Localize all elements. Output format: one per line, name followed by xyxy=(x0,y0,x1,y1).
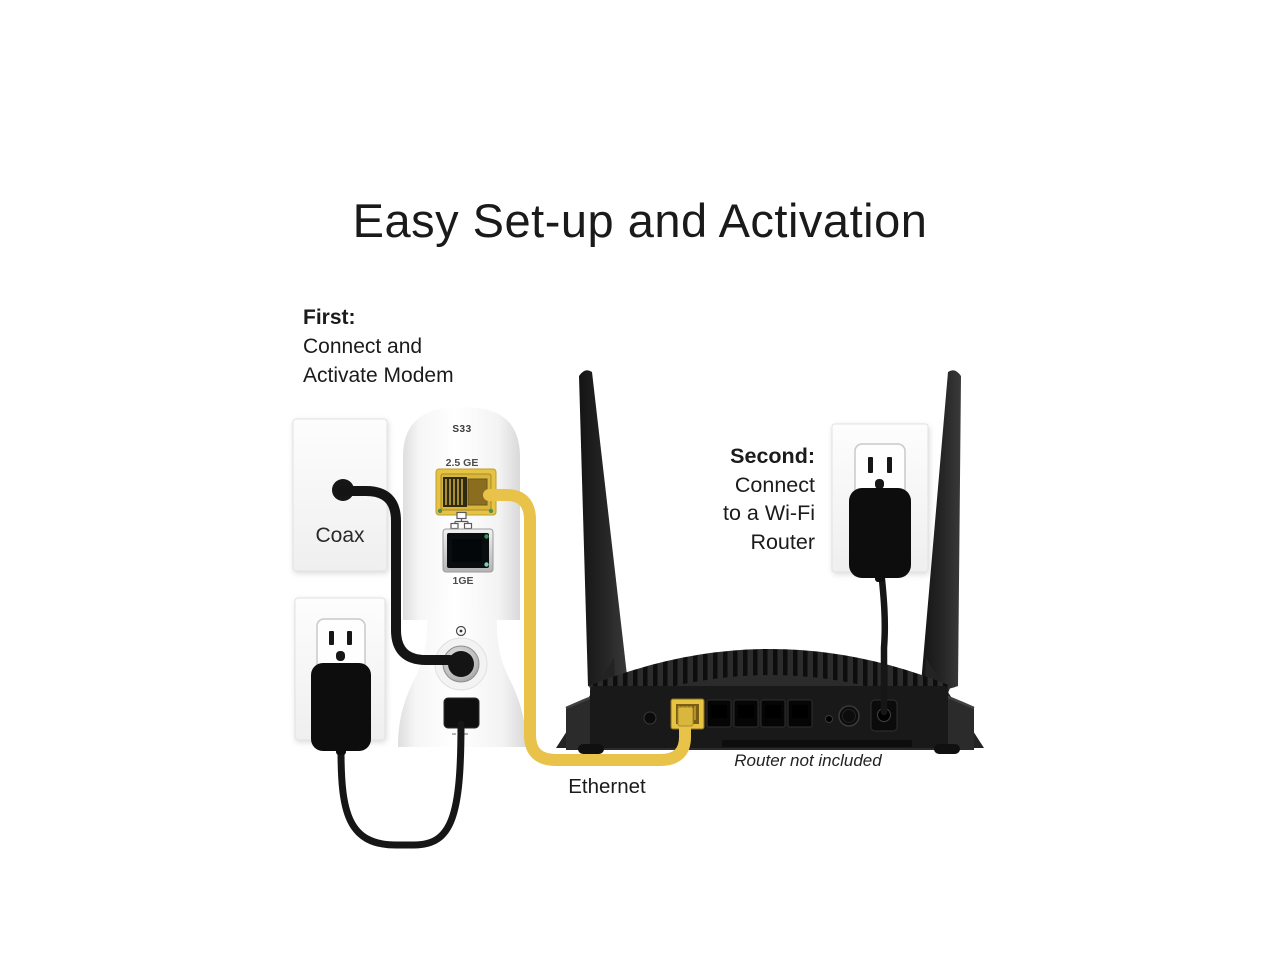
step-first-line-2: Activate Modem xyxy=(303,364,454,387)
vent-grille xyxy=(589,649,951,711)
coax-label: Coax xyxy=(315,524,365,547)
router-antenna-left xyxy=(579,370,628,690)
step-second-heading: Second: xyxy=(730,444,815,468)
router-wps-button xyxy=(643,711,657,725)
lan-port-4 xyxy=(787,699,813,728)
step-second-line-1: Connect xyxy=(734,472,815,497)
router-reset-hole xyxy=(825,715,833,723)
step-second-line-2: to a Wi-Fi xyxy=(723,501,815,525)
step-second-line-3: Router xyxy=(750,529,815,554)
router-power-button xyxy=(838,705,860,727)
router-foot-pad-left xyxy=(578,744,604,754)
coax-plug xyxy=(448,651,474,677)
lan-port-1 xyxy=(706,699,732,728)
step-first-line-1: Connect and xyxy=(303,335,423,358)
modem-model-label: S33 xyxy=(452,424,471,435)
power-adapter-right xyxy=(849,488,911,582)
router-not-included-note: Router not included xyxy=(734,751,882,770)
modem-power-cable xyxy=(337,720,465,849)
router-antenna-right xyxy=(921,370,961,690)
coax-cable xyxy=(338,486,455,665)
modem-port-top-label: 2.5 GE xyxy=(446,457,479,469)
step-first-heading: First: xyxy=(303,306,356,329)
lan-port-2 xyxy=(733,699,759,728)
modem-port-bottom-label: 1GE xyxy=(452,575,473,587)
lan-port-3 xyxy=(760,699,786,728)
reset-pinhole-icon xyxy=(455,625,467,637)
step-second-text: Second: Connect to a Wi-Fi Router xyxy=(635,442,815,556)
modem-device: S33 2.5 GE xyxy=(398,407,526,747)
power-adapter-left xyxy=(311,663,371,755)
modem-ethernet-port-2-5ge xyxy=(435,468,497,516)
ethernet-cable-plug xyxy=(677,706,694,727)
router-foot-pad-right xyxy=(934,744,960,754)
page-title: Easy Set-up and Activation xyxy=(352,194,928,247)
ethernet-label: Ethernet xyxy=(568,775,646,798)
modem-ethernet-port-1ge xyxy=(442,528,494,573)
ethernet-cable xyxy=(483,489,691,766)
router-lan-ports xyxy=(706,699,813,728)
router-power-cable xyxy=(877,566,889,716)
step-first-text: First: Connect and Activate Modem xyxy=(303,303,523,390)
router-bottom-recess xyxy=(722,740,912,747)
